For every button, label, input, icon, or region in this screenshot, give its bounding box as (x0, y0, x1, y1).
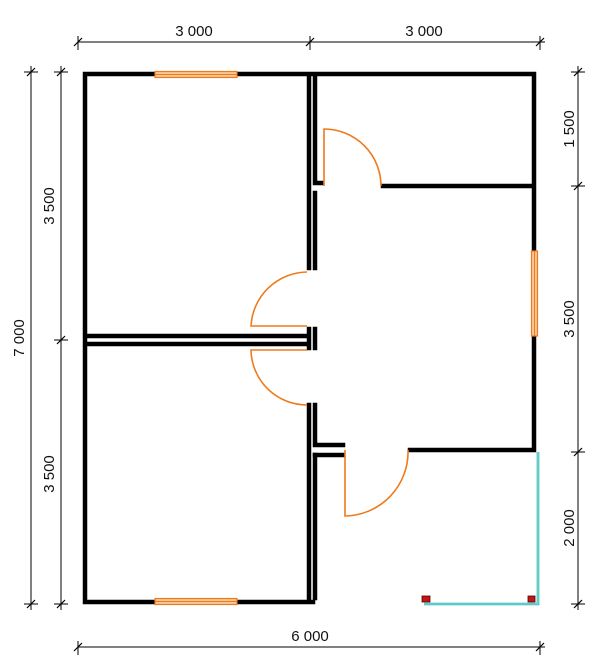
dim-right-top: 1 500 (561, 110, 578, 148)
door-upper-left-room (250, 271, 308, 327)
dim-right-bottom: 2 000 (561, 509, 578, 547)
dim-left-upper: 3 500 (41, 187, 58, 225)
window-bottom (154, 597, 238, 606)
dim-left-lower: 3 500 (41, 455, 58, 493)
window-right (530, 250, 539, 337)
walls (82, 71, 537, 605)
door-upper-hall (323, 128, 382, 187)
dim-bottom-total: 6 000 (291, 628, 329, 645)
dim-top-right: 3 000 (405, 23, 443, 40)
railing-post-right (527, 595, 536, 603)
dim-top-left: 3 000 (175, 23, 213, 40)
railing-post-left (421, 595, 431, 603)
window-top (154, 70, 238, 79)
balcony-railing (421, 452, 540, 606)
dim-left-total: 7 000 (11, 319, 28, 357)
door-lower-left-room (250, 349, 308, 406)
dimension-lines (24, 36, 585, 655)
dim-right-middle: 3 500 (561, 300, 578, 338)
door-balcony (344, 449, 409, 517)
